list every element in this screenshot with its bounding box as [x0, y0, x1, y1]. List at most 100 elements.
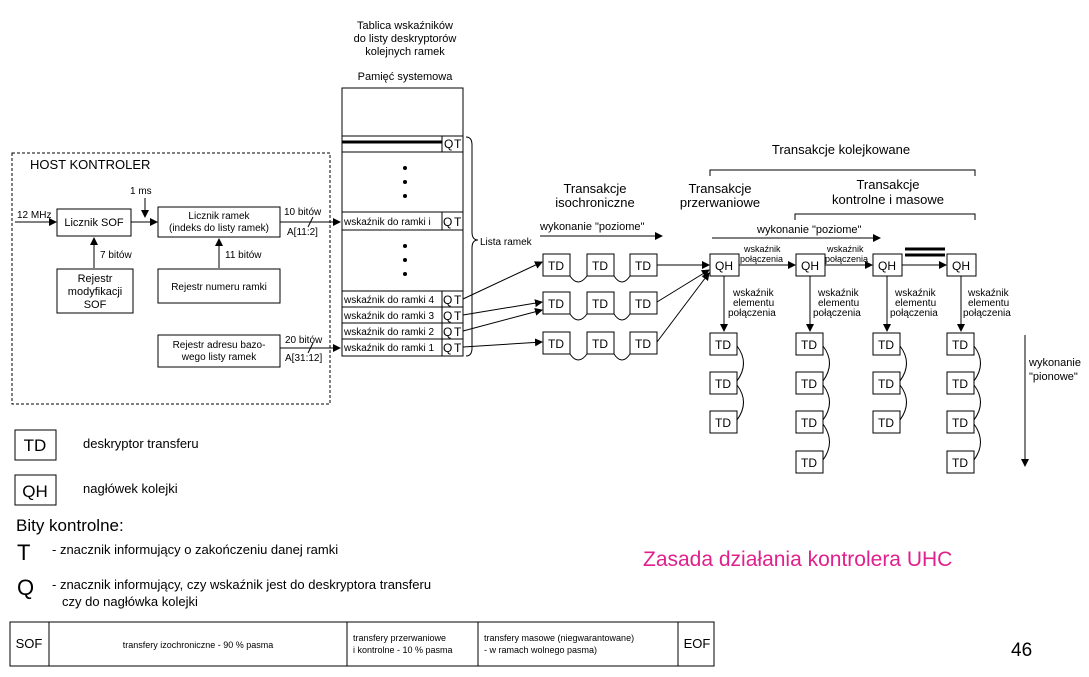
q-bit-1: Q [443, 341, 452, 355]
qh-label: QH [801, 259, 819, 273]
td-iso-r2c2 [586, 291, 615, 315]
host-controller: HOST KONTROLER 12 MHz Licznik SOF 7 bitó… [11, 152, 341, 405]
bits11-label: 11 bitów [225, 250, 262, 261]
legend-t-symbol: T [17, 540, 30, 565]
td-q4-3 [946, 410, 975, 434]
td-label: TD [635, 297, 651, 311]
td-label: TD [715, 377, 731, 391]
elem-ptr-1-l1: wskaźnik [732, 288, 775, 299]
bits20-label: 20 bitów [285, 335, 323, 346]
td-label: TD [801, 456, 817, 470]
bulk-title-line1: Transakcje [856, 177, 919, 192]
frame-list-brace [465, 136, 479, 357]
qh-label: QH [952, 259, 970, 273]
td-q1-1 [709, 332, 738, 356]
q-bit-4: Q [443, 293, 452, 307]
bits10-label: 10 bitów [284, 207, 322, 218]
sof-reg-line1: Rejestr [78, 273, 113, 285]
ptr-frame-i: wskaźnik do ramki i [343, 217, 431, 228]
td-q4-2 [946, 371, 975, 395]
td-label: TD [548, 259, 564, 273]
t-bit-i: T [454, 215, 462, 229]
legend-qh-desc: nagłówek kolejki [83, 481, 178, 496]
link-ptr-2-line1: wskaźnik [826, 244, 864, 254]
link-ptr-2-line2: połączenia [825, 254, 868, 264]
td-label: TD [952, 416, 968, 430]
bits7-label: 7 bitów [100, 250, 132, 261]
system-memory-label: Pamięć systemowa [358, 71, 454, 83]
frame-bar-bulk-line1: transfery masowe (niegwarantowane) [484, 633, 634, 643]
td-label: TD [952, 338, 968, 352]
td-label: TD [878, 338, 894, 352]
td-q1-2 [709, 371, 738, 395]
qh-label: QH [715, 259, 733, 273]
frame-bar-int-line1: transfery przerwaniowe [353, 633, 446, 643]
td-label: TD [715, 416, 731, 430]
td-q2-1 [795, 332, 824, 356]
ptr-frame-1: wskaźnik do ramki 1 [343, 343, 434, 354]
elem-ptr-1-l3: połączenia [728, 308, 776, 319]
iso-title-line2: isochroniczne [555, 195, 635, 210]
td-label: TD [715, 338, 731, 352]
q-bit-3: Q [443, 309, 452, 323]
td-label: TD [592, 259, 608, 273]
elem-ptr-4-l1: wskaźnik [967, 288, 1010, 299]
slide-title: Zasada działania kontrolera UHC [643, 548, 952, 571]
td-iso-r3c1 [542, 331, 571, 355]
td-q1-3 [709, 410, 738, 434]
memory-header-line2: do listy deskryptorów [354, 33, 457, 45]
page-number: 46 [1011, 640, 1032, 661]
sof-reg-line3: SOF [84, 299, 107, 311]
legend-q-desc-line1: - znacznik informujący, czy wskaźnik jes… [52, 577, 431, 592]
td-label: TD [592, 337, 608, 351]
interrupt-title-line1: Transakcje [688, 181, 751, 196]
legend-td-box [14, 429, 57, 461]
td-label: TD [548, 337, 564, 351]
td-label: TD [801, 377, 817, 391]
td-q4-4 [946, 450, 975, 474]
q-bit-i: Q [443, 215, 452, 229]
iso-title-line1: Transakcje [563, 181, 626, 196]
frame-counter-line2: (indeks do listy ramek) [169, 223, 269, 234]
frame-number-register-label: Rejestr numeru ramki [171, 282, 267, 293]
legend-q-symbol: Q [17, 575, 34, 600]
frame-list-label: Lista ramek [480, 237, 533, 248]
legend-t-desc: - znacznik informujący o zakończeniu dan… [52, 542, 338, 557]
elem-ptr-2-l2: elementu [818, 298, 859, 309]
ptr-frame-3: wskaźnik do ramki 3 [343, 311, 434, 322]
control-bits-heading: Bity kontrolne: [16, 516, 124, 535]
legend-td-desc: deskryptor transferu [83, 436, 199, 451]
td-iso-r1c1 [542, 253, 571, 277]
frame-bar-iso: transfery izochroniczne - 90 % pasma [123, 640, 274, 650]
t-bit-4: T [454, 293, 462, 307]
link-ptr-1-line1: wskaźnik [743, 244, 781, 254]
td-iso-r2c3 [629, 291, 658, 315]
frame-bar-int-line2: i kontrolne - 10 % pasma [353, 645, 453, 655]
host-title: HOST KONTROLER [30, 157, 150, 172]
ptr-frame-2: wskaźnik do ramki 2 [343, 327, 434, 338]
q-bit-2: Q [443, 325, 452, 339]
td-label: TD [801, 338, 817, 352]
t-bit-1: T [454, 341, 462, 355]
isochronous-transactions: Transakcje isochroniczne wykonanie "pozi… [462, 181, 710, 361]
legend-td-label: TD [24, 436, 47, 455]
elem-ptr-2-l1: wskaźnik [817, 288, 860, 299]
elem-ptr-3-l1: wskaźnik [894, 288, 937, 299]
sof-counter-label: Licznik SOF [64, 217, 124, 229]
interrupt-title-line2: przerwaniowe [680, 195, 760, 210]
elem-ptr-2-l3: połączenia [813, 308, 861, 319]
legend: TD deskryptor transferu QH nagłówek kole… [14, 429, 431, 609]
td-q4-1 [946, 332, 975, 356]
t-bit-2: T [454, 325, 462, 339]
t-bit-top: T [454, 137, 462, 151]
bulk-title-line2: kontrolne i masowe [832, 192, 944, 207]
td-label: TD [878, 377, 894, 391]
queued-transactions: Transakcje kolejkowane Transakcje przerw… [680, 142, 1081, 474]
memory-header-line1: Tablica wskaźników [357, 20, 453, 32]
td-label: TD [952, 377, 968, 391]
td-label: TD [592, 297, 608, 311]
ptr-frame-4: wskaźnik do ramki 4 [343, 295, 434, 306]
td-q2-4 [795, 450, 824, 474]
addr-a31-label: A[31:12] [285, 353, 322, 364]
host-controller-frame [11, 152, 331, 405]
